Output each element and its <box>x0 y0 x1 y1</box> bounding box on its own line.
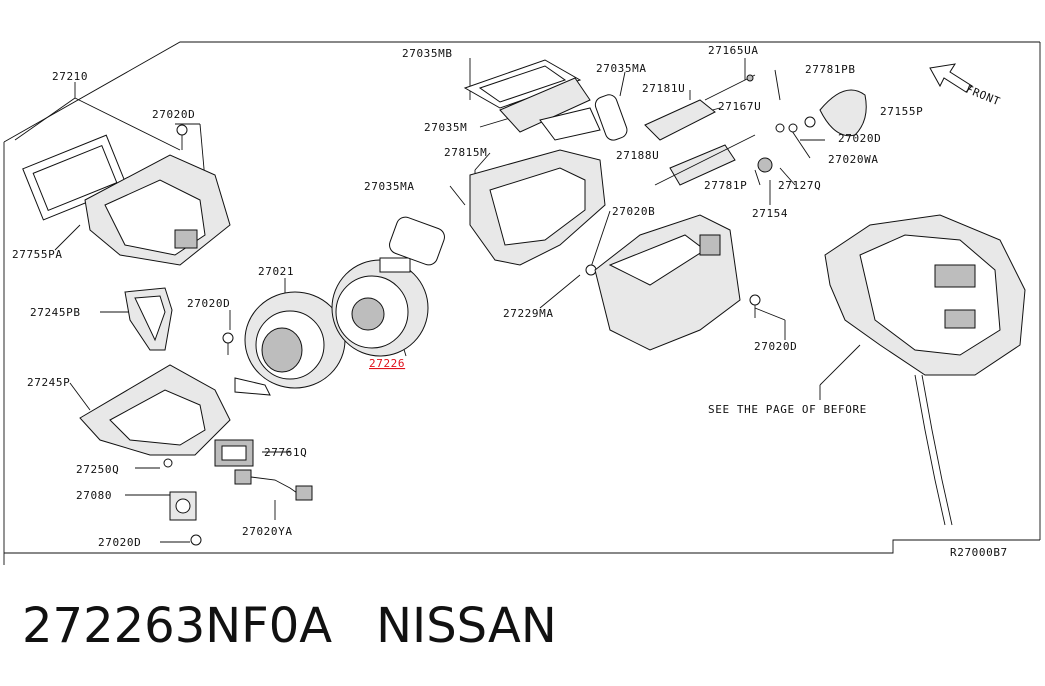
part-label: 27165UA <box>708 44 759 57</box>
part-27755pa-filter <box>22 134 128 221</box>
part-before-page-assembly <box>824 214 1026 526</box>
part-label: 27245PB <box>30 306 81 319</box>
part-27181u-filter <box>644 99 736 186</box>
part-label: 27250Q <box>76 463 119 476</box>
part-label: 27229MA <box>503 307 554 320</box>
part-27035ma-seal <box>389 94 628 266</box>
part-label: 27781P <box>704 179 747 192</box>
part-label: 27020WA <box>828 153 879 166</box>
part-label: 27154 <box>752 207 788 220</box>
part-label: 27080 <box>76 489 112 502</box>
part-label: 27021 <box>258 265 294 278</box>
see-before-note: SEE THE PAGE OF BEFORE <box>708 403 867 416</box>
part-label: 27020D <box>152 108 195 121</box>
part-label: 27020D <box>754 340 797 353</box>
part-label: 27020B <box>612 205 655 218</box>
part-27155p-cover <box>819 89 867 137</box>
part-27815m-duct <box>469 107 606 266</box>
part-label: 27035M <box>424 121 467 134</box>
brand-name: NISSAN <box>376 598 557 654</box>
front-arrow-icon <box>929 63 973 93</box>
front-label: FRONT <box>964 83 1002 109</box>
part-label: 27181U <box>642 82 685 95</box>
part-27210-case <box>84 154 231 266</box>
part-label: 27245P <box>27 376 70 389</box>
part-label: 27020YA <box>242 525 293 538</box>
part-label: 27035MA <box>596 62 647 75</box>
part-27165ua-cable <box>654 74 756 186</box>
part-27226-blower-fan <box>331 257 429 357</box>
part-label: 27761Q <box>264 446 307 459</box>
part-27761q-resistor <box>214 439 254 467</box>
part-label: 27127Q <box>778 179 821 192</box>
diagram-frame <box>3 41 1040 143</box>
part-27229ma-intake-case <box>594 214 741 351</box>
part-label: 27188U <box>616 149 659 162</box>
part-label: 27020D <box>187 297 230 310</box>
highlighted-part-label: 27226 <box>369 357 405 370</box>
part-27020ya-harness <box>234 469 313 501</box>
screw-icons <box>163 116 816 546</box>
part-27245p-housing <box>79 364 231 456</box>
part-label: 27755PA <box>12 248 63 261</box>
part-label: 27155P <box>880 105 923 118</box>
part-label: 27815M <box>444 146 487 159</box>
part-27035mb-filter-frame <box>463 59 591 133</box>
part-label: 27210 <box>52 70 88 83</box>
part-caption: 272263NF0A NISSAN <box>22 598 557 654</box>
reference-code: R27000B7 <box>950 546 1008 559</box>
part-label: 27035MB <box>402 47 453 60</box>
part-27021-blower-housing <box>234 291 346 396</box>
part-27245pb-duct <box>124 287 173 351</box>
part-number: 272263NF0A <box>22 598 333 654</box>
part-label: 27781PB <box>805 63 856 76</box>
part-label: 27020D <box>98 536 141 549</box>
part-27080-actuator <box>169 491 197 521</box>
part-label: 27020D <box>838 132 881 145</box>
diagram-frame-bottom <box>4 539 1040 554</box>
part-label: 27167U <box>718 100 761 113</box>
part-27154-sensor <box>757 157 773 173</box>
part-label: 27035MA <box>364 180 415 193</box>
